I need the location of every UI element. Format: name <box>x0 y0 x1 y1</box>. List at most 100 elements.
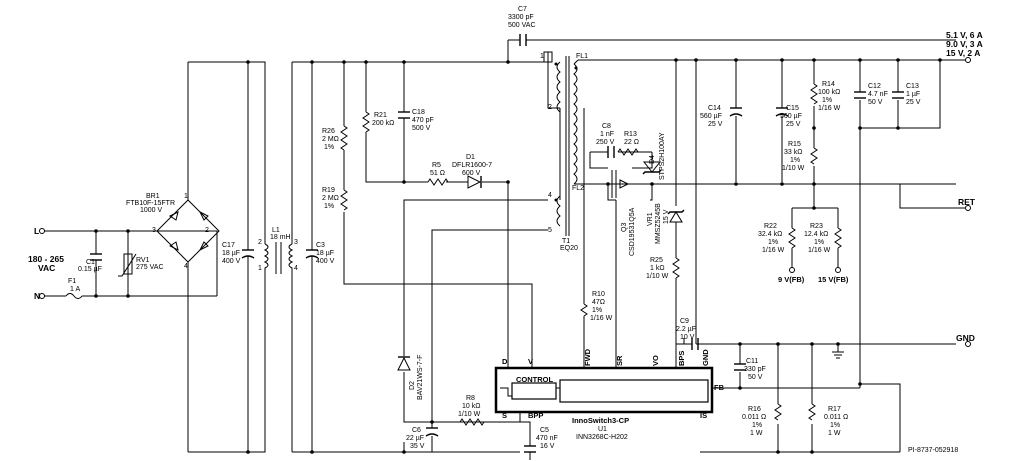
label-c14-val: 560 µF <box>700 113 722 120</box>
label-rv1-val: 275 VAC <box>136 264 164 271</box>
label-r14-w: 1/16 W <box>818 105 841 112</box>
ic-pin-gnd: GND <box>701 349 710 366</box>
label-c8-val: 1 nF <box>600 131 614 138</box>
br1-pin2: 2 <box>205 227 209 234</box>
t1-pin5: 5 <box>548 227 552 234</box>
label-c12-v: 50 V <box>868 99 883 106</box>
label-d4-part: STPS2H100AY <box>659 132 666 180</box>
label-r19-ref: R19 <box>322 187 335 194</box>
capacitor-c1-symbol <box>90 253 102 261</box>
ic-u1 <box>494 360 714 414</box>
label-c15-ref: C15 <box>786 105 799 112</box>
label-9v-fb: 9 V(FB) <box>778 275 805 284</box>
label-br1-ref: BR1 <box>146 193 160 200</box>
label-d1-ref: D1 <box>466 154 475 161</box>
label-c17-ref: C17 <box>222 242 235 249</box>
label-r14-val: 100 kΩ <box>818 89 840 96</box>
label-c13-val: 1 µF <box>906 91 920 98</box>
resistor-r23-symbol <box>834 227 842 249</box>
input-line-label: L <box>34 226 39 236</box>
label-c6-ref: C6 <box>412 427 421 434</box>
label-r17-w: 1 W <box>828 430 841 437</box>
label-l1-ref: L1 <box>272 227 280 234</box>
label-t1-core: EQ20 <box>560 245 578 252</box>
label-r16-ref: R16 <box>748 406 761 413</box>
label-c1-val: 0.15 µF <box>78 266 102 273</box>
label-d2-part: BAV21WS-7-F <box>417 355 424 400</box>
capacitor-c5-symbol <box>524 445 536 453</box>
label-rv1-ref: RV1 <box>136 257 150 264</box>
output-rail-line1: 5.1 V, 6 A <box>946 30 983 40</box>
resistor-r21-symbol <box>362 111 370 133</box>
label-r26-tol: 1% <box>324 144 334 151</box>
capacitor-c8-symbol <box>607 146 615 158</box>
label-c12-ref: C12 <box>868 83 881 90</box>
output-rail-line3: 15 V, 2 A <box>946 48 980 58</box>
ic-pin-s: S <box>502 411 507 420</box>
label-r23-w: 1/16 W <box>808 247 831 254</box>
resistor-r13-symbol <box>617 148 639 156</box>
label-r25-val: 1 kΩ <box>650 265 665 272</box>
label-c8-ref: C8 <box>602 123 611 130</box>
resistor-r15-symbol <box>810 147 818 165</box>
l1-pin2: 2 <box>258 239 262 246</box>
transformer-t1-symbol <box>543 51 579 236</box>
label-r23-val: 12.4 kΩ <box>804 231 828 238</box>
resistor-r16-symbol <box>774 403 782 421</box>
terminal-ret <box>965 205 971 211</box>
terminals <box>39 57 971 347</box>
label-c11-val: 330 pF <box>744 366 766 373</box>
resistor-r10-symbol <box>580 303 588 317</box>
label-r23-ref: R23 <box>810 223 823 230</box>
drawing-id: PI-8737-052918 <box>908 447 958 454</box>
ic-control-label: CONTROL <box>516 375 553 384</box>
label-r23-tol: 1% <box>814 239 824 246</box>
label-c13-ref: C13 <box>906 83 919 90</box>
resistor-r8-symbol <box>459 418 485 426</box>
label-r22-tol: 1% <box>768 239 778 246</box>
label-d2-ref: D2 <box>409 381 416 390</box>
label-c6-v: 35 V <box>410 443 425 450</box>
label-br1-val: 1000 V <box>140 207 163 214</box>
l1-pin3: 3 <box>294 239 298 246</box>
label-d1-part: DFLR1600-7 <box>452 162 492 169</box>
label-r15-ref: R15 <box>788 141 801 148</box>
output-rail-line2: 9.0 V, 3 A <box>946 39 983 49</box>
label-c8-v: 250 V <box>596 139 615 146</box>
label-c18-val: 470 pF <box>412 117 434 124</box>
label-r26-val: 2 MΩ <box>322 136 339 143</box>
output-ret-label: RET <box>958 197 976 207</box>
label-r17-val: 0.011 Ω <box>824 414 848 421</box>
resistor-r26-symbol <box>340 125 348 151</box>
labels: L N 180 - 265 VAC F1 1 A C1 0.15 µF RV1 … <box>28 6 983 454</box>
label-c7-val: 3300 pF <box>508 14 534 21</box>
label-fl2: FL2 <box>572 185 584 192</box>
ic-pin-vo: VO <box>651 355 660 366</box>
capacitor-c7-symbol <box>519 34 527 46</box>
label-r17-ref: R17 <box>828 406 841 413</box>
label-c17-val: 18 µF <box>222 250 240 257</box>
label-c12-val: 4.7 nF <box>868 91 888 98</box>
label-c17-v: 400 V <box>222 258 241 265</box>
ground-icon <box>832 351 844 359</box>
label-d1-v: 600 V <box>462 170 481 177</box>
mosfet-q3-symbol <box>608 170 630 198</box>
ic-ref: U1 <box>598 426 607 433</box>
label-c5-v: 16 V <box>540 443 555 450</box>
label-c3-v: 400 V <box>316 258 335 265</box>
capacitor-c12-symbol <box>854 91 866 99</box>
diode-d2-symbol <box>397 356 411 371</box>
label-r15-w: 1/10 W <box>782 165 805 172</box>
zener-vr1-symbol <box>667 209 685 223</box>
t1-pin4: 4 <box>548 192 552 199</box>
resistor-r25-symbol <box>672 257 680 279</box>
label-c14-ref: C14 <box>708 105 721 112</box>
label-c15-v: 25 V <box>786 121 801 128</box>
label-f1-val: 1 A <box>70 286 80 293</box>
label-q3-ref: Q3 <box>621 223 628 232</box>
ic-pin-v: V <box>528 357 533 366</box>
input-voltage-line1: 180 - 265 <box>28 254 64 264</box>
capacitor-c14-symbol <box>729 107 743 117</box>
diode-d4-symbol <box>642 161 662 175</box>
